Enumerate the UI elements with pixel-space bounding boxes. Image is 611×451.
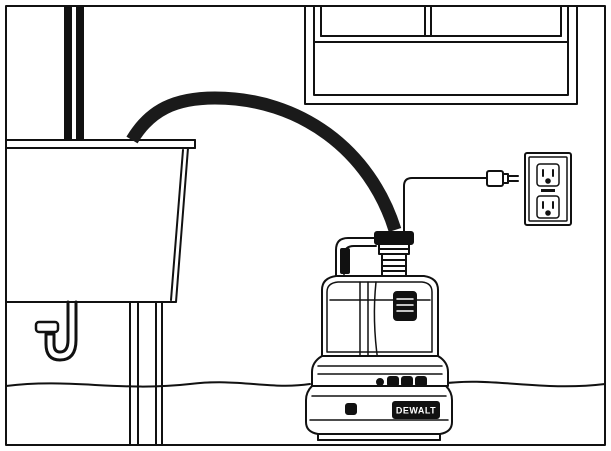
discharge-hose-icon — [126, 91, 402, 232]
submersible-pump-icon — [305, 231, 453, 441]
flood-water-icon — [5, 380, 606, 388]
faucet-pipes — [64, 6, 84, 140]
pump-brand-label: DEWALT — [396, 406, 436, 416]
power-plug-icon — [403, 170, 519, 261]
wall-outlet-icon — [524, 152, 572, 226]
basement-window-icon — [304, 5, 578, 105]
brand-badge — [392, 401, 440, 419]
utility-sink-icon — [5, 139, 196, 446]
sink-drain-trap — [34, 300, 78, 362]
